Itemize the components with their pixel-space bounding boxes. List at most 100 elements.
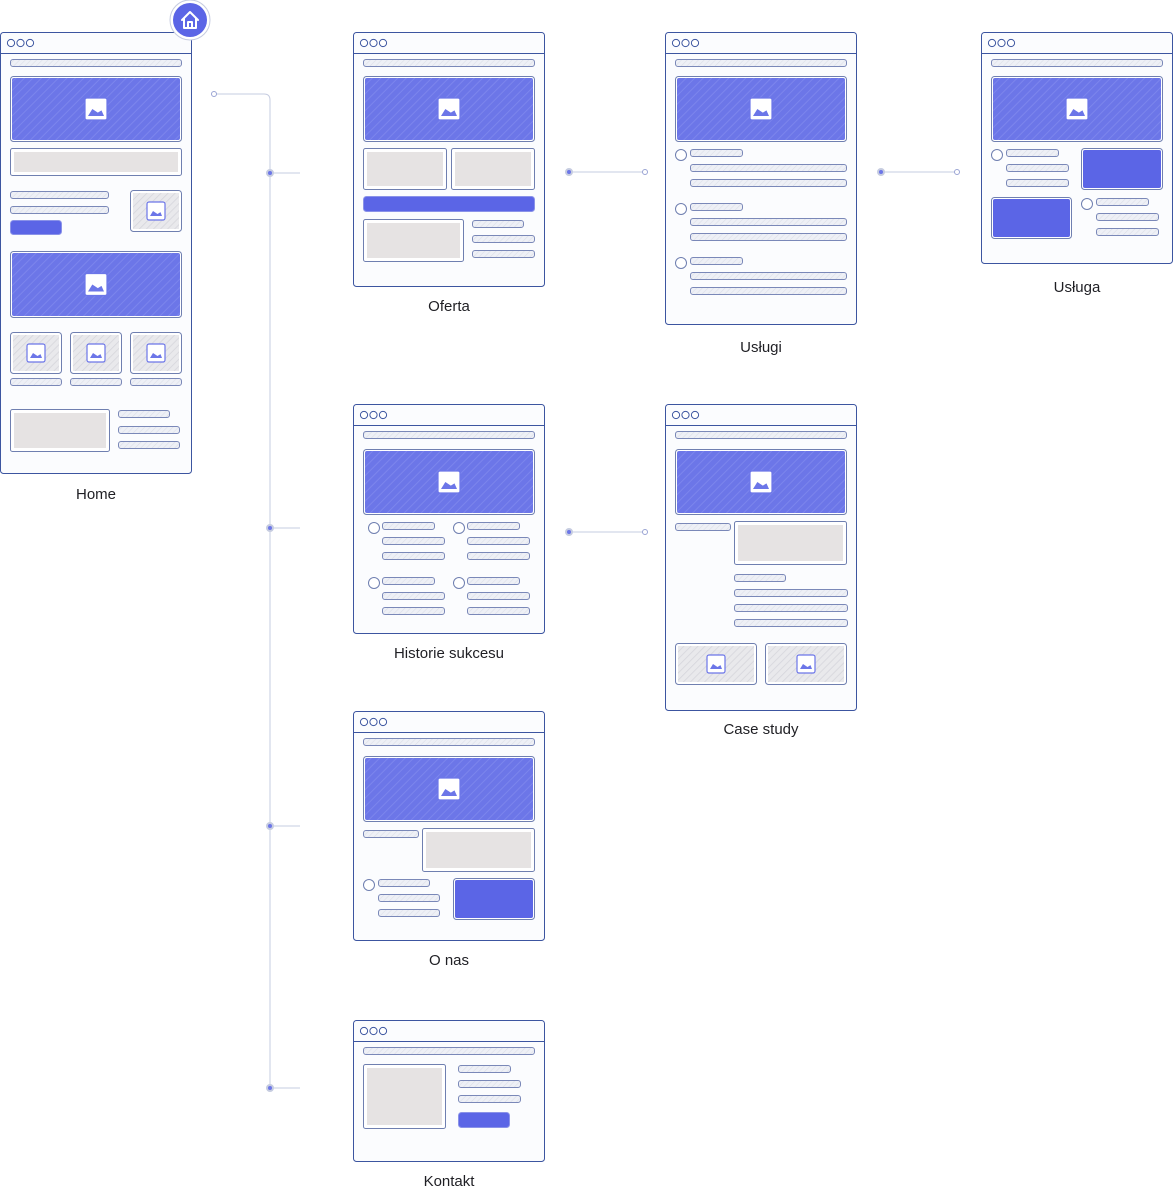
text-line [467,577,520,585]
label-historie-sukcesu: Historie sukcesu [394,645,504,662]
window-dot [6,38,16,48]
image-icon [84,272,108,297]
radio-bullet [368,577,380,589]
window-dot [1006,38,1016,48]
text-line [382,537,445,545]
text-line [382,607,445,615]
placeholder-fill [367,223,460,258]
page-case-study[interactable] [665,404,857,711]
image-icon [749,97,773,121]
text-line [690,149,743,157]
text-line [382,592,445,600]
text-line [1096,228,1159,236]
image-icon [146,201,166,221]
label-uslugi: Usługi [740,339,782,356]
label-o-nas: O nas [429,952,469,969]
text-line [1096,198,1149,206]
radio-bullet [453,522,465,534]
image-icon [84,97,108,121]
text-line [382,552,445,560]
radio-bullet [363,879,375,891]
page-historie-sukcesu[interactable] [353,404,545,634]
page-usluga[interactable] [981,32,1173,264]
text-line [467,592,530,600]
text-line [467,607,530,615]
window-dot [359,1026,369,1036]
radio-bullet [368,522,380,534]
label-home: Home [76,486,116,503]
text-line [690,287,847,295]
label-case-study: Case study [723,721,799,738]
text-line [467,552,530,560]
label-usluga: Usługa [1054,279,1101,296]
text-line [690,233,847,241]
text-line [10,378,62,386]
home-icon[interactable] [169,0,211,41]
connectors [214,93,957,1089]
text-line [10,59,182,67]
text-line [130,378,182,386]
window-dot [369,1026,378,1036]
text-line [382,577,435,585]
text-line [690,203,743,211]
radio-bullet [453,577,465,589]
window-dot [987,38,997,48]
text-line [1006,179,1069,187]
text-line [690,179,847,187]
text-line [734,589,848,597]
feature-fill [1083,150,1161,188]
window-dot [997,38,1006,48]
image-icon [437,777,461,801]
text-line [675,59,847,67]
page-home[interactable] [0,32,192,474]
text-line [1096,213,1159,221]
page-uslugi[interactable] [665,32,857,325]
label-oferta: Oferta [428,298,470,315]
text-line [690,164,847,172]
text-line [378,879,430,887]
placeholder-fill [738,525,843,561]
page-kontakt[interactable] [353,1020,545,1162]
window-dot [359,410,369,420]
text-line [378,894,440,902]
window-dot [671,410,681,420]
window-dot [369,717,378,727]
placeholder-fill [14,152,178,172]
image-icon [437,97,461,121]
text-line [458,1080,521,1088]
feature-fill [993,199,1070,237]
text-line [458,1095,521,1103]
connector-dots [211,91,960,1092]
text-line [467,522,520,530]
home-connector [214,93,271,1088]
window-dot [378,717,388,727]
text-line [734,619,848,627]
image-icon [706,654,726,674]
label-kontakt: Kontakt [424,1173,476,1187]
image-icon [796,654,816,674]
window-dot [690,38,700,48]
window-dot [681,410,690,420]
text-line [363,431,535,439]
image-icon [1065,97,1089,121]
page-o-nas[interactable] [353,711,545,941]
placeholder-fill [367,1068,442,1125]
placeholder-fill [426,832,531,868]
text-line [1006,164,1069,172]
text-line [690,272,847,280]
radio-bullet [675,203,687,215]
text-line [472,220,524,228]
text-line [675,431,847,439]
radio-bullet [675,149,687,161]
placeholder-fill [455,152,531,186]
text-line [467,537,530,545]
text-line [118,410,170,418]
window-dot [369,410,378,420]
feature-fill [455,880,533,918]
page-oferta[interactable] [353,32,545,287]
image-icon [437,470,461,494]
text-line [991,59,1163,67]
image-icon [146,343,166,363]
text-line [382,522,435,530]
